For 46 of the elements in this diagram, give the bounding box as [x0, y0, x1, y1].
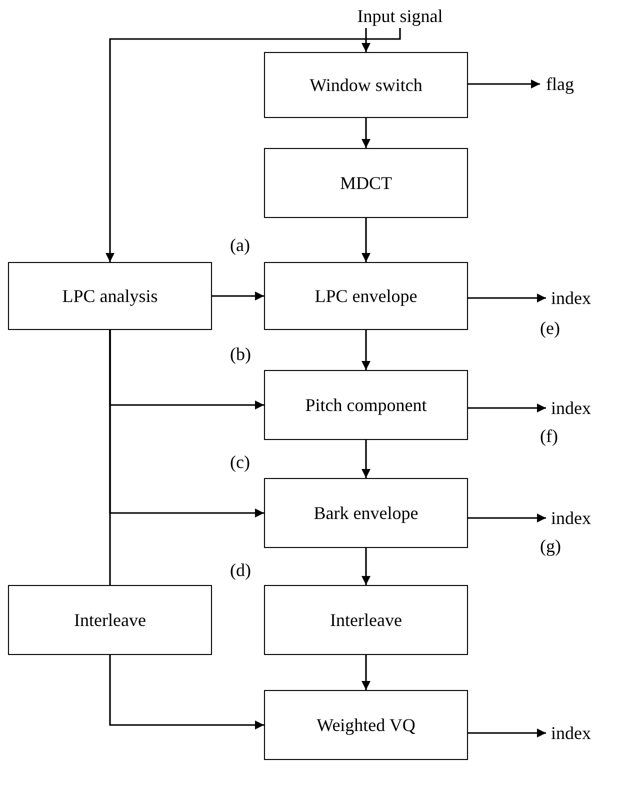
process-box [264, 690, 468, 760]
arrow [362, 28, 370, 52]
box-label: Pitch component [305, 394, 427, 416]
box-label: Window switch [310, 74, 422, 96]
arrow [362, 548, 370, 585]
arrow [362, 218, 370, 262]
arrow [362, 655, 370, 690]
arrow [468, 80, 540, 88]
arrow [362, 330, 370, 370]
output-label: index [546, 721, 596, 745]
signal-label: (f) [540, 426, 558, 447]
arrow [109, 655, 264, 730]
process-box [8, 262, 212, 330]
arrow [362, 118, 370, 148]
output-label: index [546, 506, 596, 530]
signal-label: (d) [230, 560, 251, 581]
process-box [8, 585, 212, 655]
box-label: Weighted VQ [316, 714, 416, 736]
arrow [212, 292, 264, 300]
process-box [264, 585, 468, 655]
signal-label: (a) [230, 235, 250, 256]
process-box [264, 262, 468, 330]
process-box [264, 478, 468, 548]
signal-label: (c) [230, 452, 250, 473]
arrow [468, 404, 546, 412]
arrow [468, 728, 546, 738]
signal-label: (b) [230, 344, 251, 365]
input-label: Input signal [345, 4, 455, 28]
box-label: Bark envelope [314, 502, 418, 524]
signal-label: (e) [540, 318, 560, 339]
box-label: Interleave [330, 610, 402, 630]
arrow [362, 440, 370, 478]
box-label: LPC envelope [314, 286, 418, 306]
output-label: index [546, 286, 596, 310]
box-label: LPC analysis [62, 286, 158, 306]
process-box [264, 52, 468, 118]
process-box [264, 370, 468, 440]
process-box [264, 148, 468, 218]
box-label: Interleave [74, 610, 146, 630]
box-label: MDCT [340, 172, 392, 194]
output-label: index [546, 396, 596, 420]
arrow [106, 28, 401, 262]
arrow [468, 294, 546, 302]
output-label: flag [540, 72, 580, 96]
arrow [468, 514, 546, 522]
signal-label: (g) [540, 536, 561, 557]
